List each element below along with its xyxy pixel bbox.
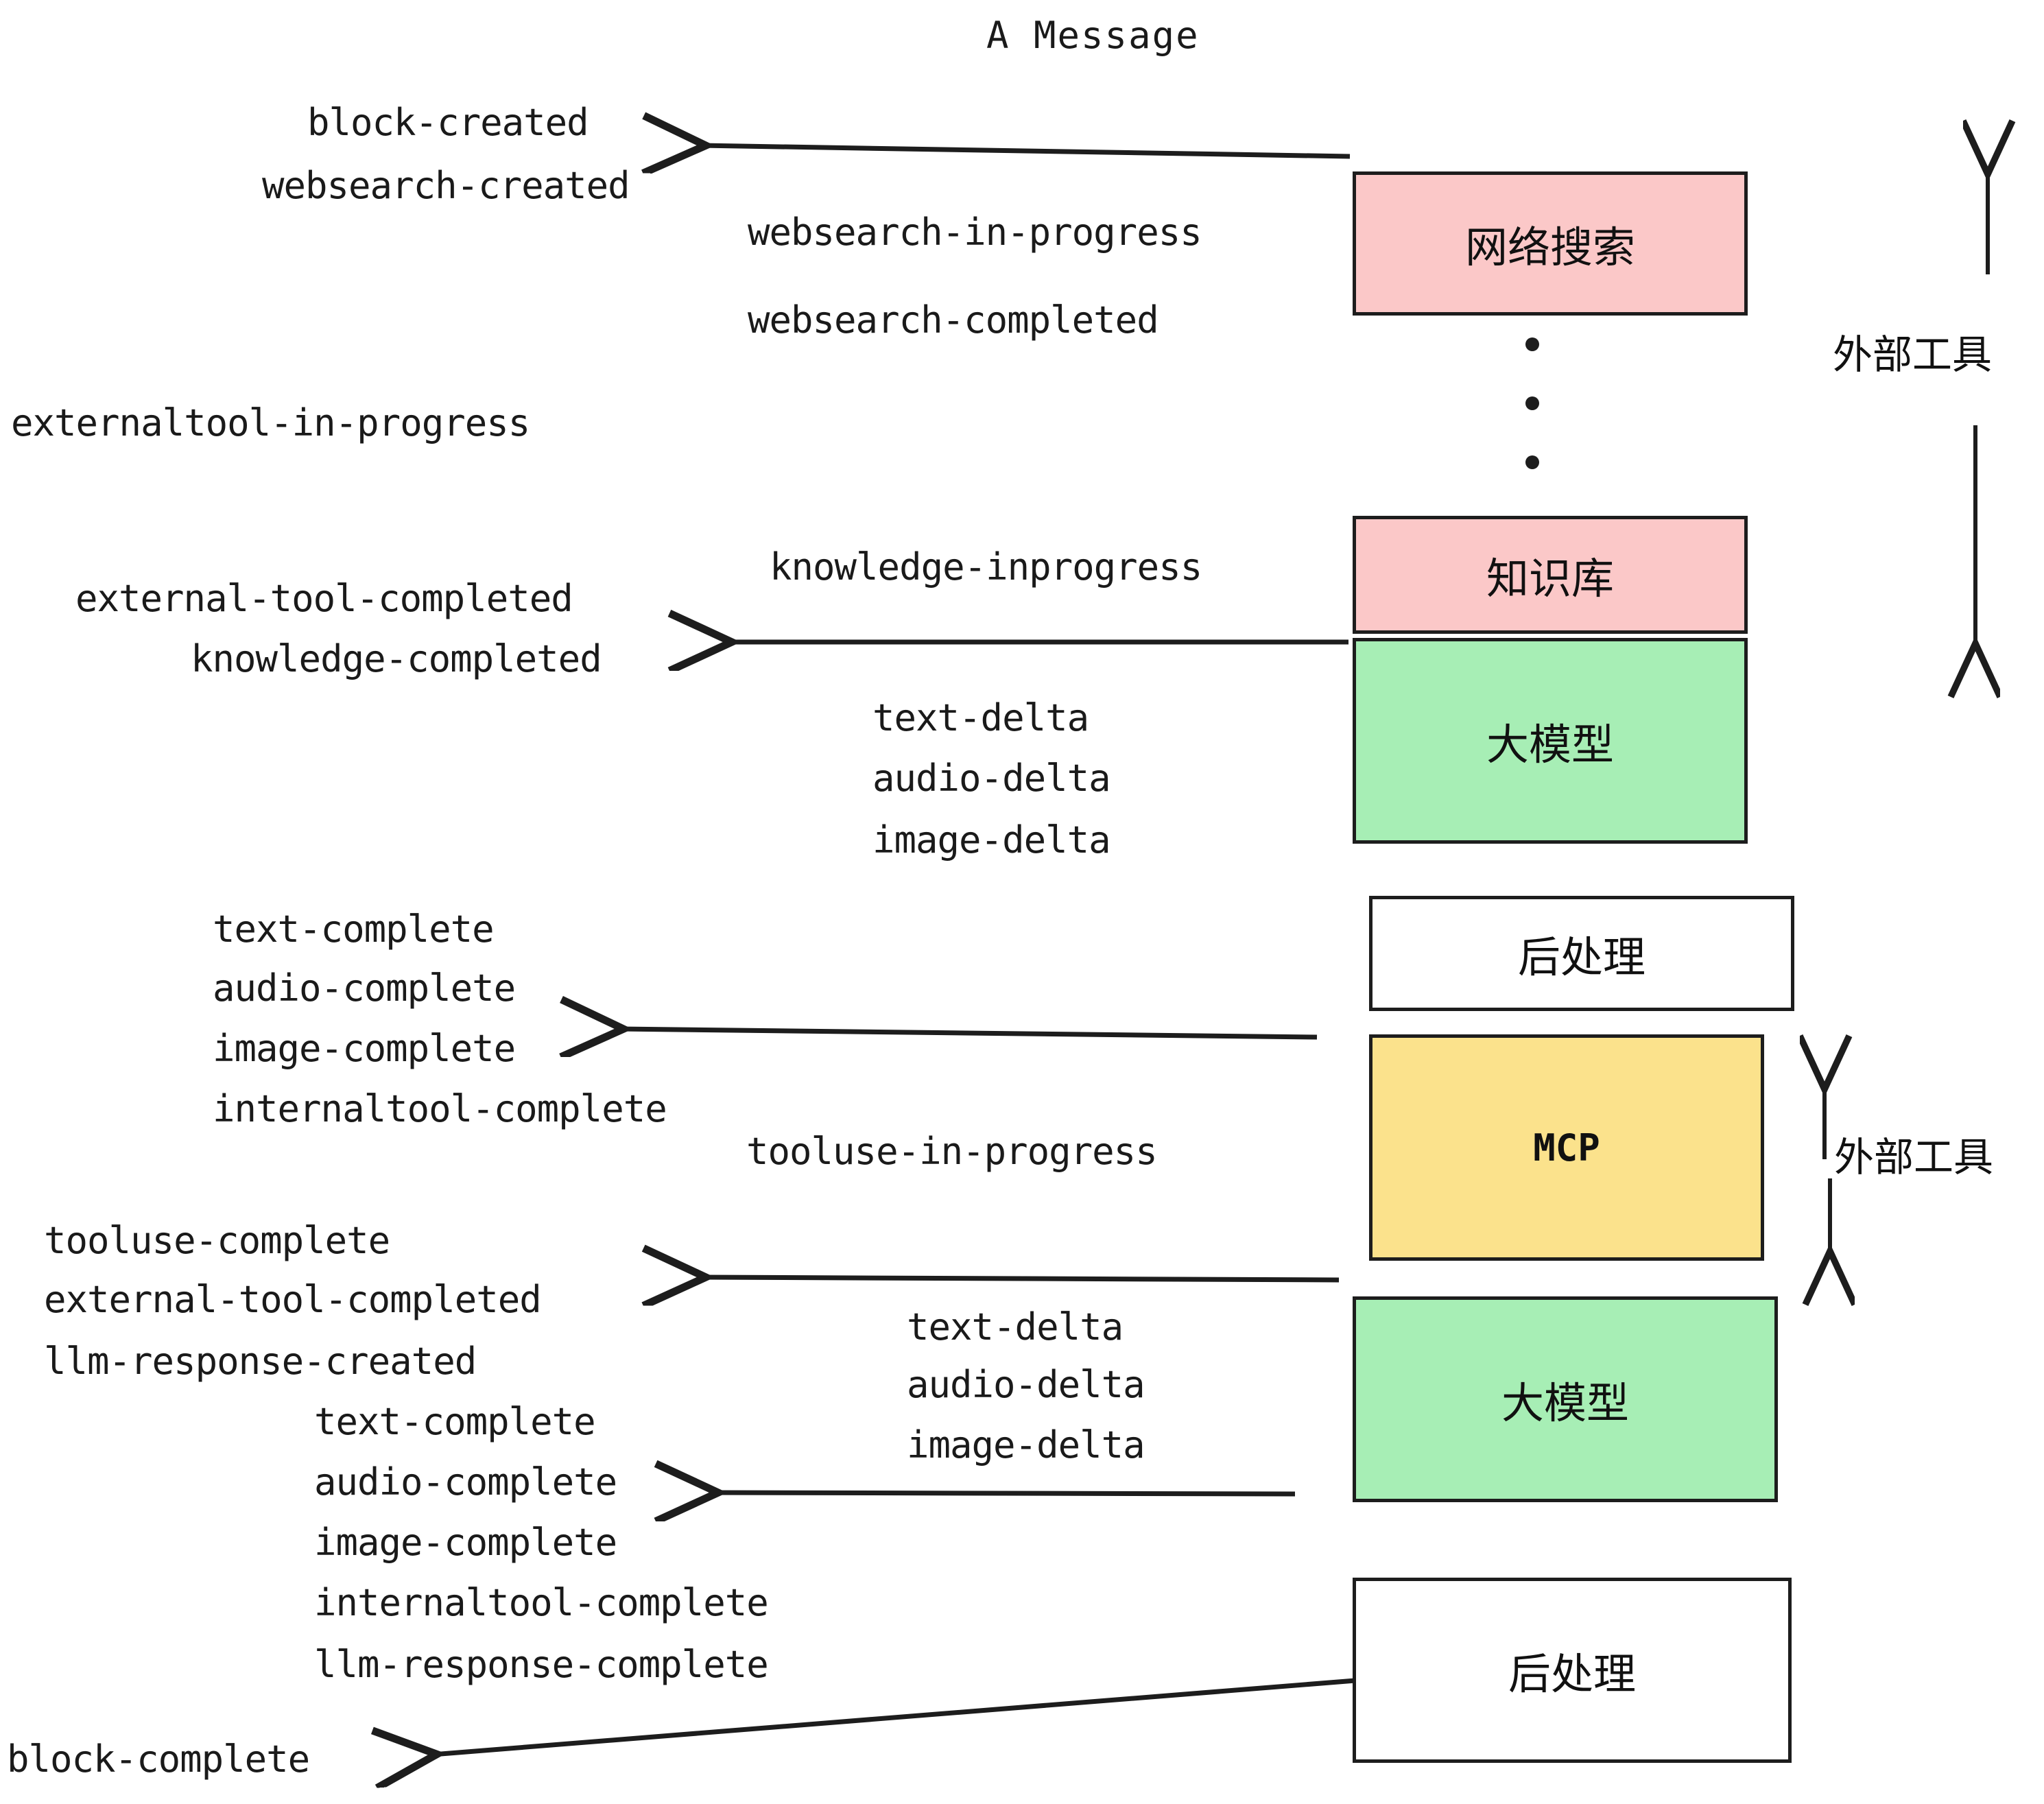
event-label-internaltool-complete-1: internaltool-complete bbox=[213, 1087, 667, 1130]
event-label-llm-response-complete: llm-response-complete bbox=[314, 1643, 769, 1686]
event-label-websearch-completed: websearch-completed bbox=[748, 298, 1159, 342]
event-label-image-complete-2: image-complete bbox=[314, 1521, 617, 1564]
event-label-tooluse-complete: tooluse-complete bbox=[44, 1219, 390, 1262]
arrow-websearch-to-blockcreated bbox=[701, 145, 1351, 156]
event-label-external-tool-completed-1: external-tool-completed bbox=[75, 577, 573, 620]
event-label-internaltool-complete-2: internaltool-complete bbox=[314, 1581, 769, 1624]
event-label-text-delta-2: text-delta bbox=[907, 1305, 1124, 1349]
event-label-audio-delta-1: audio-delta bbox=[872, 757, 1111, 800]
event-label-audio-delta-2: audio-delta bbox=[907, 1363, 1145, 1406]
node-websearch[interactable]: 网络搜索 bbox=[1353, 171, 1748, 316]
event-label-block-created: block-created bbox=[307, 101, 589, 144]
event-label-image-delta-1: image-delta bbox=[872, 818, 1111, 862]
side-label-external-tools-bottom: 外部工具 bbox=[1834, 1134, 1994, 1180]
event-label-audio-complete-2: audio-complete bbox=[314, 1460, 617, 1504]
node-postprocess-1[interactable]: 后处理 bbox=[1369, 896, 1794, 1011]
ellipsis-dots bbox=[1524, 337, 1541, 469]
arrow-llm2-to-audiocomplete bbox=[713, 1493, 1296, 1494]
event-label-text-delta-1: text-delta bbox=[872, 696, 1089, 739]
event-label-tooluse-in-progress: tooluse-in-progress bbox=[746, 1130, 1158, 1173]
event-label-externaltool-in-progress: externaltool-in-progress bbox=[11, 401, 530, 444]
event-label-block-complete: block-complete bbox=[7, 1737, 310, 1781]
ellipsis-dot bbox=[1525, 337, 1539, 351]
node-llm-2[interactable]: 大模型 bbox=[1353, 1296, 1778, 1502]
event-label-websearch-created: websearch-created bbox=[262, 164, 630, 207]
side-label-external-tools-top: 外部工具 bbox=[1833, 331, 1993, 378]
event-label-knowledge-completed: knowledge-completed bbox=[191, 637, 602, 680]
node-mcp[interactable]: MCP bbox=[1369, 1034, 1764, 1261]
event-label-text-complete-2: text-complete bbox=[314, 1400, 596, 1443]
event-label-llm-response-created: llm-response-created bbox=[44, 1340, 477, 1383]
arrow-postprocess2-to-blockcomplete bbox=[432, 1678, 1356, 1755]
event-label-knowledge-inprogress: knowledge-inprogress bbox=[770, 545, 1202, 589]
arrow-mcp-to-toolusecomplete bbox=[701, 1277, 1340, 1280]
event-label-image-complete-1: image-complete bbox=[213, 1027, 516, 1070]
node-knowledge[interactable]: 知识库 bbox=[1353, 516, 1748, 634]
page-title: A Message bbox=[986, 14, 1200, 57]
ellipsis-dot bbox=[1525, 396, 1539, 410]
event-label-image-delta-2: image-delta bbox=[907, 1423, 1145, 1467]
node-llm-1[interactable]: 大模型 bbox=[1353, 638, 1748, 844]
ellipsis-dot bbox=[1525, 455, 1539, 469]
arrow-postprocess1-to-imagecomplete bbox=[619, 1029, 1318, 1037]
event-label-external-tool-completed-2: external-tool-completed bbox=[44, 1278, 542, 1321]
event-label-audio-complete-1: audio-complete bbox=[213, 966, 516, 1010]
node-postprocess-2[interactable]: 后处理 bbox=[1353, 1578, 1792, 1763]
event-label-websearch-in-progress: websearch-in-progress bbox=[748, 211, 1202, 254]
event-label-text-complete-1: text-complete bbox=[213, 907, 495, 951]
